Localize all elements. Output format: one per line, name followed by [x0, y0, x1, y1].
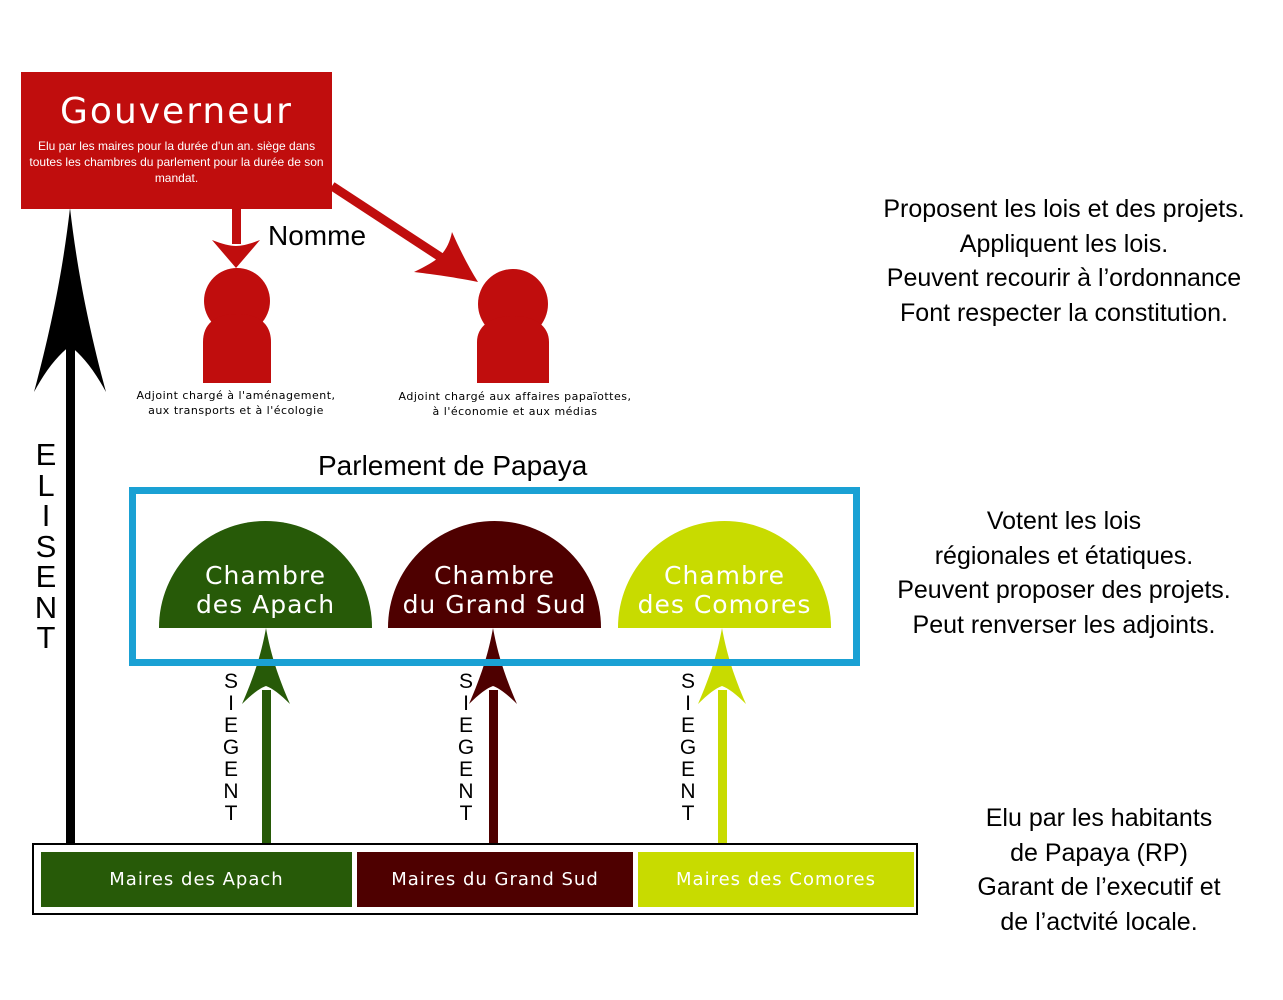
- vertical-letter: T: [459, 802, 473, 825]
- vertical-letter: L: [37, 467, 55, 503]
- adjoint-affaires: Adjoint chargé aux affaires papaïottes, …: [362, 389, 668, 419]
- vertical-letter: I: [685, 692, 691, 715]
- adjoint-line: aux transports et à l'écologie: [148, 404, 324, 417]
- nomme-arrow-1: [212, 208, 260, 268]
- role-line: Appliquent les lois.: [959, 229, 1169, 258]
- siegent-arrow-apach: [242, 628, 290, 852]
- vertical-letter: T: [224, 802, 238, 825]
- vertical-letter: I: [463, 692, 469, 715]
- vertical-letter: E: [223, 758, 238, 781]
- role-line: Elu par les habitants: [985, 804, 1213, 832]
- siegent-arrow-grand-sud: [469, 628, 517, 852]
- vertical-letter: E: [223, 714, 238, 737]
- vertical-letter: E: [35, 559, 57, 594]
- adjoint-line: Adjoint chargé aux affaires papaïottes,: [398, 390, 632, 403]
- vertical-letter: N: [34, 589, 58, 625]
- chambre-label: Chambre: [434, 561, 555, 590]
- siegent-arrow-comores: [698, 628, 746, 852]
- adjoint-line: à l'économie et aux médias: [432, 405, 598, 418]
- chambre-label: Chambre: [664, 561, 785, 590]
- vertical-letter: E: [35, 437, 57, 472]
- nomme-arrow-2: [329, 182, 478, 282]
- chambre-name: des Comores: [637, 590, 812, 619]
- vertical-letter: G: [679, 736, 697, 759]
- vertical-letter: E: [458, 714, 473, 737]
- vertical-letter: N: [458, 780, 474, 803]
- role-line: Garant de l’executif et: [977, 873, 1221, 901]
- vertical-letter: S: [223, 670, 238, 693]
- vertical-letter: I: [41, 498, 51, 533]
- role-line: Peuvent proposer des projets.: [897, 576, 1231, 604]
- gouvernement-roles: Proposent les lois et des projets. Appli…: [846, 192, 1282, 330]
- vertical-letter: S: [35, 528, 57, 564]
- vertical-letter: E: [458, 758, 473, 781]
- vertical-letter: G: [457, 736, 475, 759]
- maires-grand-sud: Maires du Grand Sud: [357, 852, 633, 907]
- person-icon: [477, 269, 549, 383]
- gouverneur-title: Gouverneur: [60, 91, 293, 132]
- gouverneur-box: Gouverneur Elu par les maires pour la du…: [21, 72, 332, 209]
- person-icon: [203, 268, 271, 383]
- nomme-label: Nomme: [268, 220, 367, 251]
- vertical-letter: T: [681, 802, 695, 825]
- role-line: Font respecter la constitution.: [900, 298, 1228, 327]
- vertical-letter: S: [680, 670, 695, 693]
- role-line: de Papaya (RP): [1010, 838, 1188, 867]
- maires-comores: Maires des Comores: [638, 852, 914, 907]
- vertical-letter: T: [36, 620, 56, 655]
- role-line: régionales et étatiques.: [934, 541, 1194, 570]
- vertical-letter: I: [228, 692, 234, 715]
- parlement-roles: Votent les lois régionales et étatiques.…: [854, 504, 1274, 642]
- gouverneur-description: Elu par les maires pour la durée d'un an…: [29, 139, 324, 185]
- role-line: Proposent les lois et des projets.: [883, 195, 1245, 223]
- parlement-box: [129, 487, 860, 666]
- chambre-name: du Grand Sud: [402, 590, 587, 619]
- parlement-title: Parlement de Papaya: [318, 450, 588, 481]
- chambre-grand-sud: Chambre du Grand Sud: [388, 521, 601, 628]
- chambre-name: des Apach: [195, 590, 336, 619]
- adjoint-line: Adjoint chargé à l'aménagement,: [136, 389, 336, 402]
- vertical-letter: G: [222, 736, 240, 759]
- chambre-label: Chambre: [205, 561, 326, 590]
- vertical-letter: N: [223, 780, 239, 803]
- maires-roles: Elu par les habitants de Papaya (RP) Gar…: [936, 801, 1262, 939]
- vertical-letter: S: [458, 670, 473, 693]
- elisent-arrow: [34, 208, 106, 845]
- adjoint-amenagement: Adjoint chargé à l'aménagement, aux tran…: [108, 388, 364, 418]
- maires-apach: Maires des Apach: [41, 852, 352, 907]
- role-line: Peuvent recourir à l’ordonnance: [886, 264, 1242, 292]
- vertical-letter: N: [680, 780, 696, 803]
- vertical-letter: E: [680, 758, 695, 781]
- vertical-letter: E: [680, 714, 695, 737]
- role-line: Peut renverser les adjoints.: [912, 610, 1216, 639]
- role-line: Votent les lois: [986, 507, 1142, 535]
- role-line: de l’actvité locale.: [1000, 907, 1198, 936]
